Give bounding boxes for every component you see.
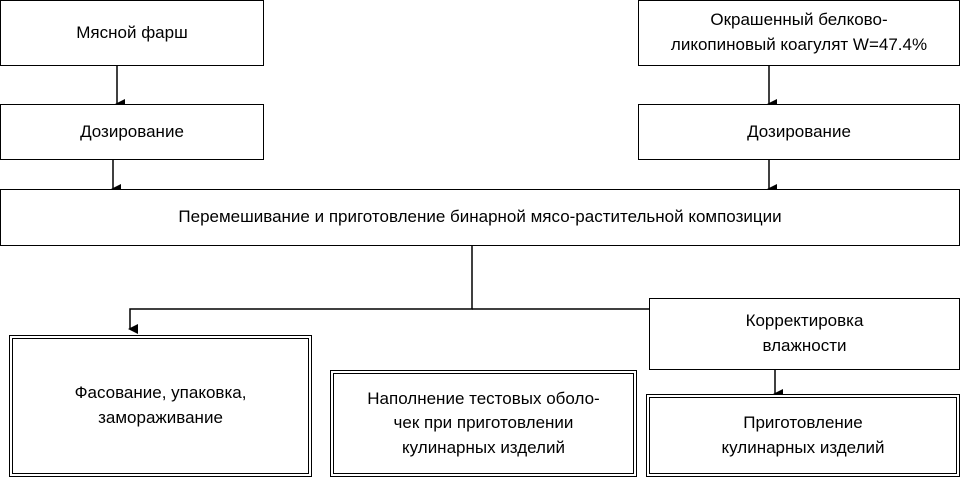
dosing-left-label: Дозирование xyxy=(80,121,184,141)
moisture-correction-box: Корректировка влажности xyxy=(649,298,960,370)
moisture-correction-label: Корректировка влажности xyxy=(745,311,864,355)
dough-filling-label: Наполнение тестовых оболо- чек при приго… xyxy=(367,388,600,457)
coagulate-label: Окрашенный белково- ликопиновый коагулят… xyxy=(670,10,928,54)
culinary-label: Приготовление кулинарных изделий xyxy=(721,412,885,457)
minced-meat-label: Мясной фарш xyxy=(76,22,188,42)
packaging-label: Фасование, упаковка, замораживание xyxy=(74,383,247,427)
mixing-label: Перемешивание и приготовление бинарной м… xyxy=(178,207,782,227)
connector-mixing-split xyxy=(128,245,473,334)
dosing-left-box: Дозирование xyxy=(0,104,264,160)
dosing-right-box: Дозирование xyxy=(638,104,960,160)
minced-meat-box: Мясной фарш xyxy=(0,0,264,66)
dosing-right-label: Дозирование xyxy=(747,121,851,141)
mixing-box: Перемешивание и приготовление бинарной м… xyxy=(0,189,960,246)
coagulate-box: Окрашенный белково- ликопиновый коагулят… xyxy=(638,0,960,66)
packaging-box: Фасование, упаковка, замораживание xyxy=(9,335,312,477)
dough-filling-box: Наполнение тестовых оболо- чек при приго… xyxy=(330,370,637,477)
culinary-box: Приготовление кулинарных изделий xyxy=(646,394,960,477)
